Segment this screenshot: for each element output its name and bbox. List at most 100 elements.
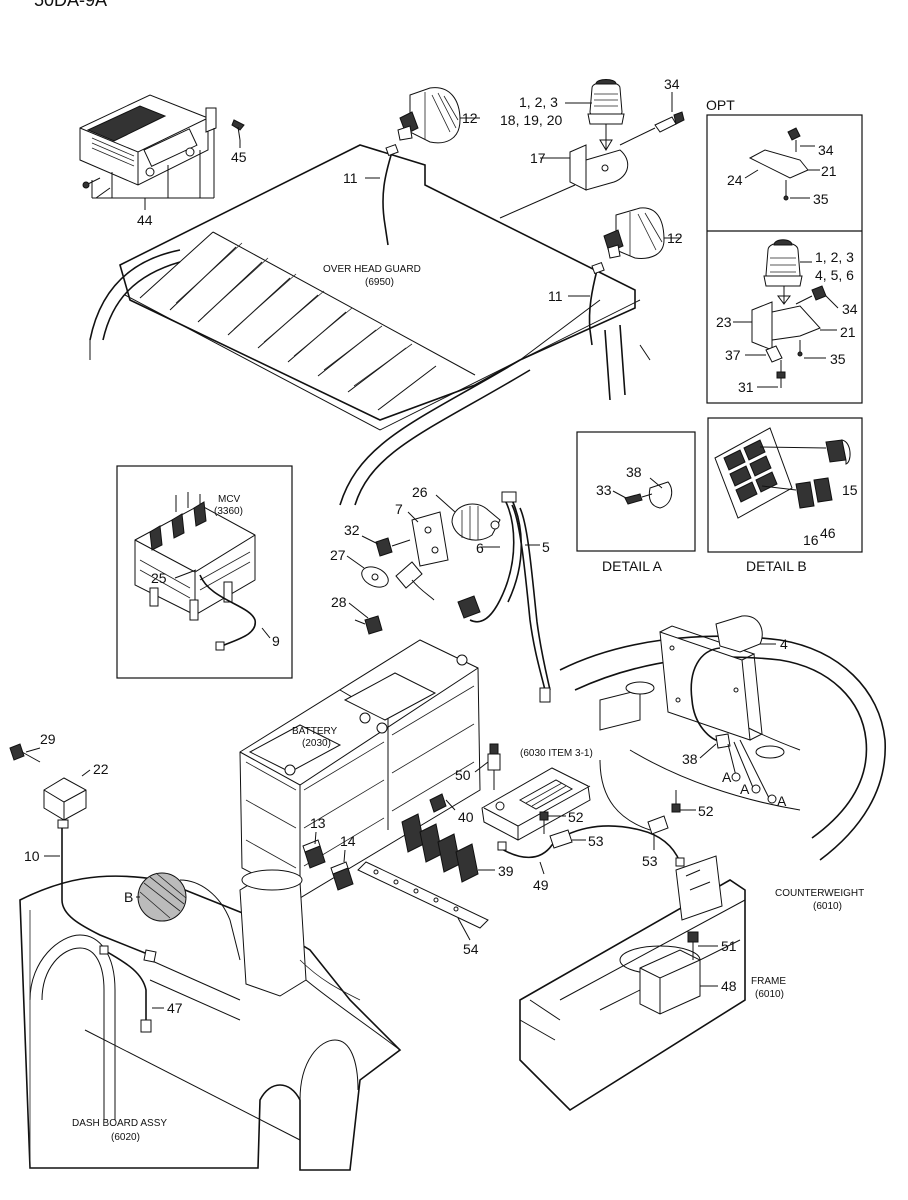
label-7: 7 xyxy=(395,501,403,517)
caption-overhead-guard: OVER HEAD GUARD xyxy=(323,264,421,275)
bolt-34 xyxy=(619,111,685,146)
work-lamp-right xyxy=(603,207,665,259)
label-opt-21b: 21 xyxy=(840,324,856,340)
screws-44 xyxy=(82,128,215,210)
fuse-52a xyxy=(539,811,549,834)
caption-mcv-code: (3360) xyxy=(214,506,243,517)
label-opt-35a: 35 xyxy=(813,191,829,207)
counterweight-6010 xyxy=(559,635,886,861)
label-45: 45 xyxy=(231,149,247,165)
wire-47 xyxy=(99,945,152,1033)
detail-a-title: DETAIL A xyxy=(602,558,663,574)
label-47: 47 xyxy=(167,1000,183,1016)
bracket-4 xyxy=(659,615,763,741)
label-38: 38 xyxy=(682,751,698,767)
label-a3: A xyxy=(777,793,787,809)
bolt-51 xyxy=(687,931,699,960)
label-10: 10 xyxy=(24,848,40,864)
relay-bar-54 xyxy=(357,861,489,929)
relay-14 xyxy=(330,861,354,891)
label-a1: A xyxy=(722,769,732,785)
detail-b-switches xyxy=(759,439,851,509)
label-28: 28 xyxy=(331,594,347,610)
label-opt-31: 31 xyxy=(738,379,754,395)
connector-50 xyxy=(487,743,501,790)
label-50: 50 xyxy=(455,767,471,783)
washer-27 xyxy=(361,566,389,588)
label-a2: A xyxy=(740,781,750,797)
label-1-2-3: 1, 2, 3 xyxy=(519,94,558,110)
opt-bracket xyxy=(751,285,827,388)
harness-49 xyxy=(497,815,685,867)
relay-13 xyxy=(302,839,326,869)
detail-b-title: DETAIL B xyxy=(746,558,807,574)
caption-overhead-guard-code: (6950) xyxy=(365,277,394,288)
label-54: 54 xyxy=(463,941,479,957)
label-53a: 53 xyxy=(588,833,604,849)
mcv-valve xyxy=(134,492,256,621)
label-9: 9 xyxy=(272,633,280,649)
caption-battery-code: (2030) xyxy=(302,738,331,749)
label-opt-24: 24 xyxy=(727,172,743,188)
label-4: 4 xyxy=(780,636,788,652)
label-opt-34b: 34 xyxy=(842,301,858,317)
wire-11a xyxy=(382,143,399,246)
label-26: 26 xyxy=(412,484,428,500)
label-opt-34a: 34 xyxy=(818,142,834,158)
tray-6030 xyxy=(481,767,591,841)
label-17: 17 xyxy=(530,150,546,166)
bracket-7 xyxy=(411,511,449,567)
wire-10 xyxy=(61,828,157,963)
label-34: 34 xyxy=(664,76,680,92)
caption-counterweight: COUNTERWEIGHT xyxy=(775,888,864,899)
caption-dash: DASH BOARD ASSY xyxy=(72,1118,167,1129)
label-opt-23: 23 xyxy=(716,314,732,330)
label-25: 25 xyxy=(151,570,167,586)
buzzer-22 xyxy=(43,777,87,829)
label-22: 22 xyxy=(93,761,109,777)
caption-dash-code: (6020) xyxy=(111,1132,140,1143)
caption-mcv: MCV xyxy=(218,494,241,505)
label-detail-b-15: 15 xyxy=(842,482,858,498)
label-12a: 12 xyxy=(462,110,478,126)
mcv-box xyxy=(116,465,293,679)
label-detail-b-46: 46 xyxy=(820,525,836,541)
connector-bracket xyxy=(395,561,435,601)
label-opt-4-5-6: 4, 5, 6 xyxy=(815,267,854,283)
label-opt-1-2-3: 1, 2, 3 xyxy=(815,249,854,265)
bolt-28 xyxy=(354,615,383,635)
label-52b: 52 xyxy=(698,803,714,819)
bolt-32 xyxy=(375,537,411,557)
detail-b-marker xyxy=(137,872,187,922)
label-opt-37: 37 xyxy=(725,347,741,363)
caption-battery: BATTERY xyxy=(292,726,338,737)
label-6: 6 xyxy=(476,540,484,556)
label-detail-a-38: 38 xyxy=(626,464,642,480)
label-29: 29 xyxy=(40,731,56,747)
label-53b: 53 xyxy=(642,853,658,869)
detail-a-box xyxy=(576,431,696,552)
label-40: 40 xyxy=(458,809,474,825)
screw-45 xyxy=(231,119,245,141)
frame-6010 xyxy=(519,855,746,1112)
model-title: 50DA-9A xyxy=(34,0,107,10)
bolt-40 xyxy=(429,793,456,813)
fuse-52b xyxy=(671,790,681,813)
label-12b: 12 xyxy=(667,230,683,246)
dash-board-6020 xyxy=(19,869,402,1171)
label-49: 49 xyxy=(533,877,549,893)
opt-upper-parts xyxy=(744,127,820,201)
label-52a: 52 xyxy=(568,809,584,825)
caption-frame: FRAME xyxy=(751,976,786,987)
label-44: 44 xyxy=(137,212,153,228)
label-13: 13 xyxy=(310,815,326,831)
battery-2030 xyxy=(239,639,481,899)
label-11a: 11 xyxy=(343,170,358,186)
label-18-19-20: 18, 19, 20 xyxy=(500,112,562,128)
label-32: 32 xyxy=(344,522,360,538)
bracket-17 xyxy=(569,144,629,191)
work-lamp-top xyxy=(397,87,461,144)
wire-38-harness xyxy=(690,647,777,804)
label-14: 14 xyxy=(340,833,356,849)
